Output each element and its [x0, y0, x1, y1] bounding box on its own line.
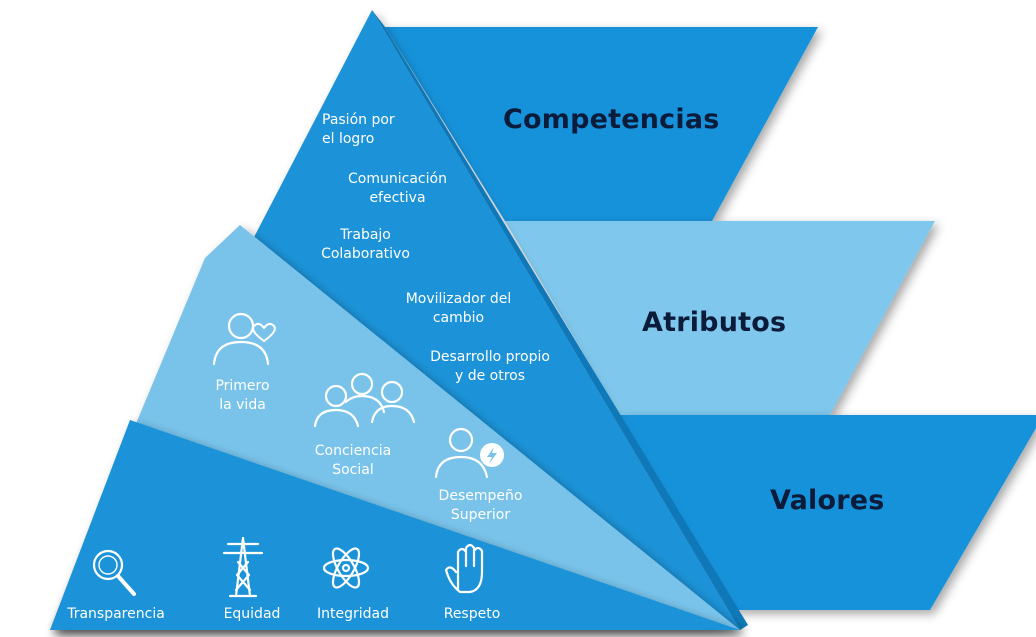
competencia-item: Pasión por el logro [322, 112, 395, 147]
atributo-item: Conciencia Social [314, 443, 392, 478]
triangle-valores-region [50, 420, 740, 630]
valor-item-integridad: Integridad [317, 606, 389, 622]
competencias-title: Competencias [503, 104, 720, 135]
atributo-item: Primero la vida [215, 378, 270, 413]
competencia-item: Desarrollo propio y de otros [430, 349, 550, 384]
band-valores [620, 415, 1036, 610]
band-competencias [385, 27, 818, 221]
valor-item-transparencia: Transparencia [67, 606, 165, 622]
valor-item-equidad: Equidad [223, 606, 281, 622]
competencia-item: Comunicación efectiva [348, 171, 447, 206]
atributo-item: Desempeño Superior [438, 488, 523, 523]
valor-item-respeto: Respeto [443, 606, 501, 622]
valores-title: Valores [770, 485, 885, 516]
competencia-item: Trabajo Colaborativo [321, 227, 410, 262]
atributos-title: Atributos [642, 307, 787, 338]
band-atributos [505, 221, 935, 415]
competencia-item: Movilizador del cambio [405, 291, 512, 326]
triangle-edge-shade [372, 10, 748, 630]
